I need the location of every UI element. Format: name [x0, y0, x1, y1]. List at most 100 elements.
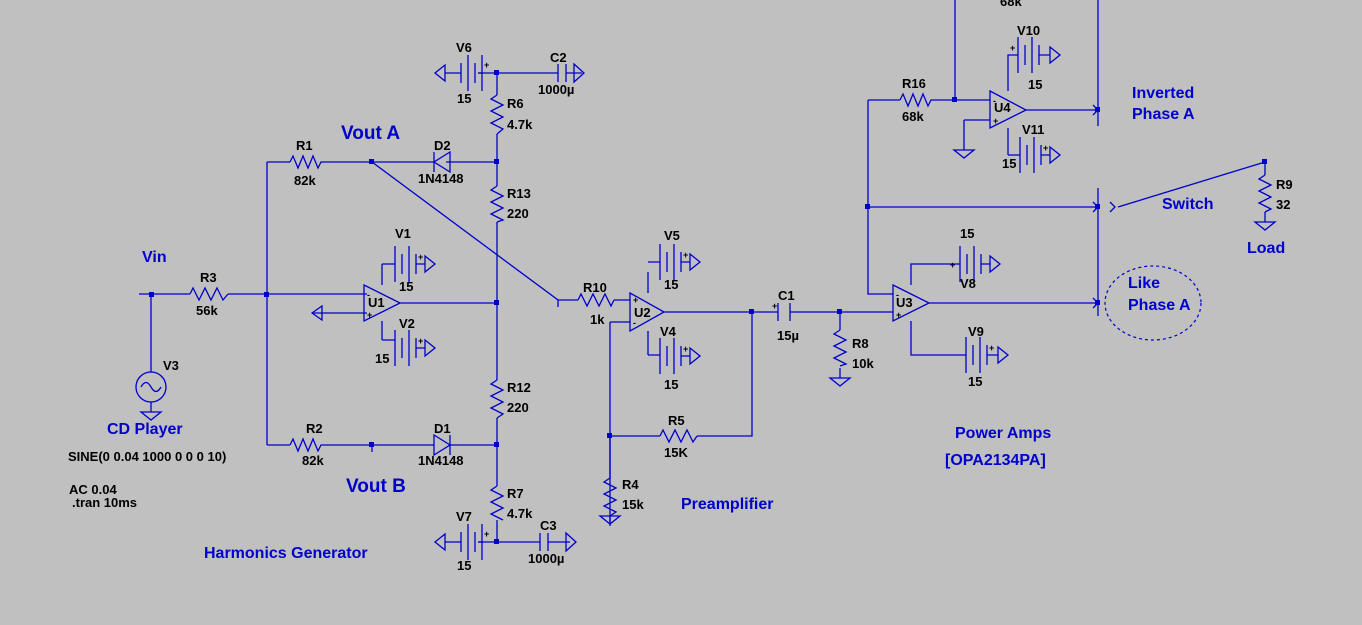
v11-value: 15 [1002, 156, 1016, 171]
resistor-r10[interactable] [577, 292, 615, 308]
component-labels: R1 82k R2 82k R3 56k R10 1k R5 15K R16 6… [163, 0, 1293, 573]
supply-v11[interactable] [1008, 137, 1062, 173]
resistor-r5[interactable] [659, 428, 698, 444]
resistor-r9[interactable] [1257, 174, 1273, 213]
c2-name: C2 [550, 50, 567, 65]
net-vout-a: Vout A [341, 123, 400, 144]
v6-plus-mark: + [484, 60, 489, 70]
r9-value: 32 [1276, 197, 1290, 212]
net-labels: Vin Vout A Vout B Inverted Phase A Like … [142, 85, 1285, 497]
opamp-u1[interactable] [310, 283, 402, 323]
r4-name: R4 [622, 477, 639, 492]
r16b-value: 68k [1000, 0, 1022, 9]
resistor-r3[interactable] [189, 286, 229, 302]
r8-name: R8 [852, 336, 869, 351]
section-labels: CD Player Harmonics Generator Preamplifi… [107, 421, 1051, 562]
r1-name: R1 [296, 138, 313, 153]
c1-name: C1 [778, 288, 795, 303]
v10-value: 15 [1028, 77, 1042, 92]
v7-name: V7 [456, 509, 472, 524]
v9-plus-mark: + [989, 343, 994, 353]
v4-name: V4 [660, 324, 677, 339]
source-v3[interactable] [135, 371, 167, 403]
capacitor-c2[interactable] [557, 62, 585, 84]
diode-d2[interactable] [430, 150, 451, 174]
v1-value: 15 [399, 279, 413, 294]
u1-minus-mark: - [367, 290, 370, 300]
resistor-r8[interactable] [832, 329, 848, 367]
supply-v6[interactable] [433, 55, 483, 91]
c1-value: 15µ [777, 328, 799, 343]
r6-value: 4.7k [507, 117, 533, 132]
v4-plus-mark: + [683, 344, 688, 354]
section-cd-player: CD Player [107, 421, 183, 438]
r10-name: R10 [583, 280, 607, 295]
resistor-r16[interactable] [899, 92, 934, 108]
v6-value: 15 [457, 91, 471, 106]
net-like-1: Like [1128, 275, 1160, 292]
resistor-r1[interactable] [289, 154, 324, 170]
r7-name: R7 [507, 486, 524, 501]
capacitor-c3[interactable] [539, 531, 577, 553]
net-inverted-2: Phase A [1132, 106, 1195, 123]
v9-value: 15 [968, 374, 982, 389]
like-phase-highlight [1104, 265, 1202, 341]
resistor-r2[interactable] [289, 437, 324, 453]
u1-name: U1 [368, 295, 385, 310]
r7-value: 4.7k [507, 506, 533, 521]
c1-plus-mark: + [772, 301, 777, 311]
u1-plus-mark: + [367, 310, 372, 320]
supply-v5[interactable] [648, 244, 702, 280]
r8-value: 10k [852, 356, 874, 371]
resistor-r7[interactable] [489, 485, 505, 521]
net-vin: Vin [142, 249, 167, 266]
v5-value: 15 [664, 277, 678, 292]
supply-v4[interactable] [648, 338, 702, 374]
supply-v7[interactable] [433, 524, 483, 560]
resistor-r4[interactable] [602, 477, 618, 526]
v8-value: 15 [960, 226, 974, 241]
r16-value: 68k [902, 109, 924, 124]
r13-value: 220 [507, 206, 529, 221]
net-vout-b: Vout B [346, 476, 406, 497]
resistor-r12[interactable] [489, 379, 505, 419]
capacitor-c1[interactable] [777, 303, 791, 321]
ground-symbols [139, 149, 1277, 525]
pin-marks: - + + - - + - + + + + + + + + + + + + [367, 43, 1048, 539]
supply-v9[interactable] [960, 337, 1010, 373]
c2-value: 1000µ [538, 82, 574, 97]
v10-name: V10 [1017, 23, 1040, 38]
resistor-r6[interactable] [489, 94, 505, 135]
supply-v2[interactable] [382, 330, 437, 366]
v7-plus-mark: + [484, 529, 489, 539]
d1-name: D1 [434, 421, 451, 436]
opamp-u4[interactable] [989, 89, 1028, 130]
v6-name: V6 [456, 40, 472, 55]
diode-d1[interactable] [430, 433, 452, 457]
opamp-u3[interactable] [892, 283, 931, 323]
supply-v8[interactable] [910, 246, 1002, 282]
v10-plus-mark: + [1010, 43, 1015, 53]
directive-sine: SINE(0 0.04 1000 0 0 0 10) [68, 449, 226, 464]
resistor-r13[interactable] [489, 185, 505, 223]
v8-name: V8 [960, 276, 976, 291]
supply-v10[interactable] [1007, 37, 1062, 75]
u4-plus-mark: + [993, 116, 998, 126]
opamp-u2[interactable] [629, 291, 666, 333]
supply-v1[interactable] [382, 246, 437, 282]
r5-name: R5 [668, 413, 685, 428]
v1-plus-mark: + [418, 252, 423, 262]
u2-name: U2 [634, 305, 651, 320]
r3-name: R3 [200, 270, 217, 285]
v4-value: 15 [664, 377, 678, 392]
c3-value: 1000µ [528, 551, 564, 566]
directive-tran: .tran 10ms [72, 495, 137, 510]
r2-name: R2 [306, 421, 323, 436]
section-preamplifier: Preamplifier [681, 496, 773, 513]
d1-value: 1N4148 [418, 453, 464, 468]
net-like-2: Phase A [1128, 297, 1191, 314]
u4-minus-mark: - [993, 96, 996, 106]
net-inverted-1: Inverted [1132, 85, 1194, 102]
r1-value: 82k [294, 173, 316, 188]
